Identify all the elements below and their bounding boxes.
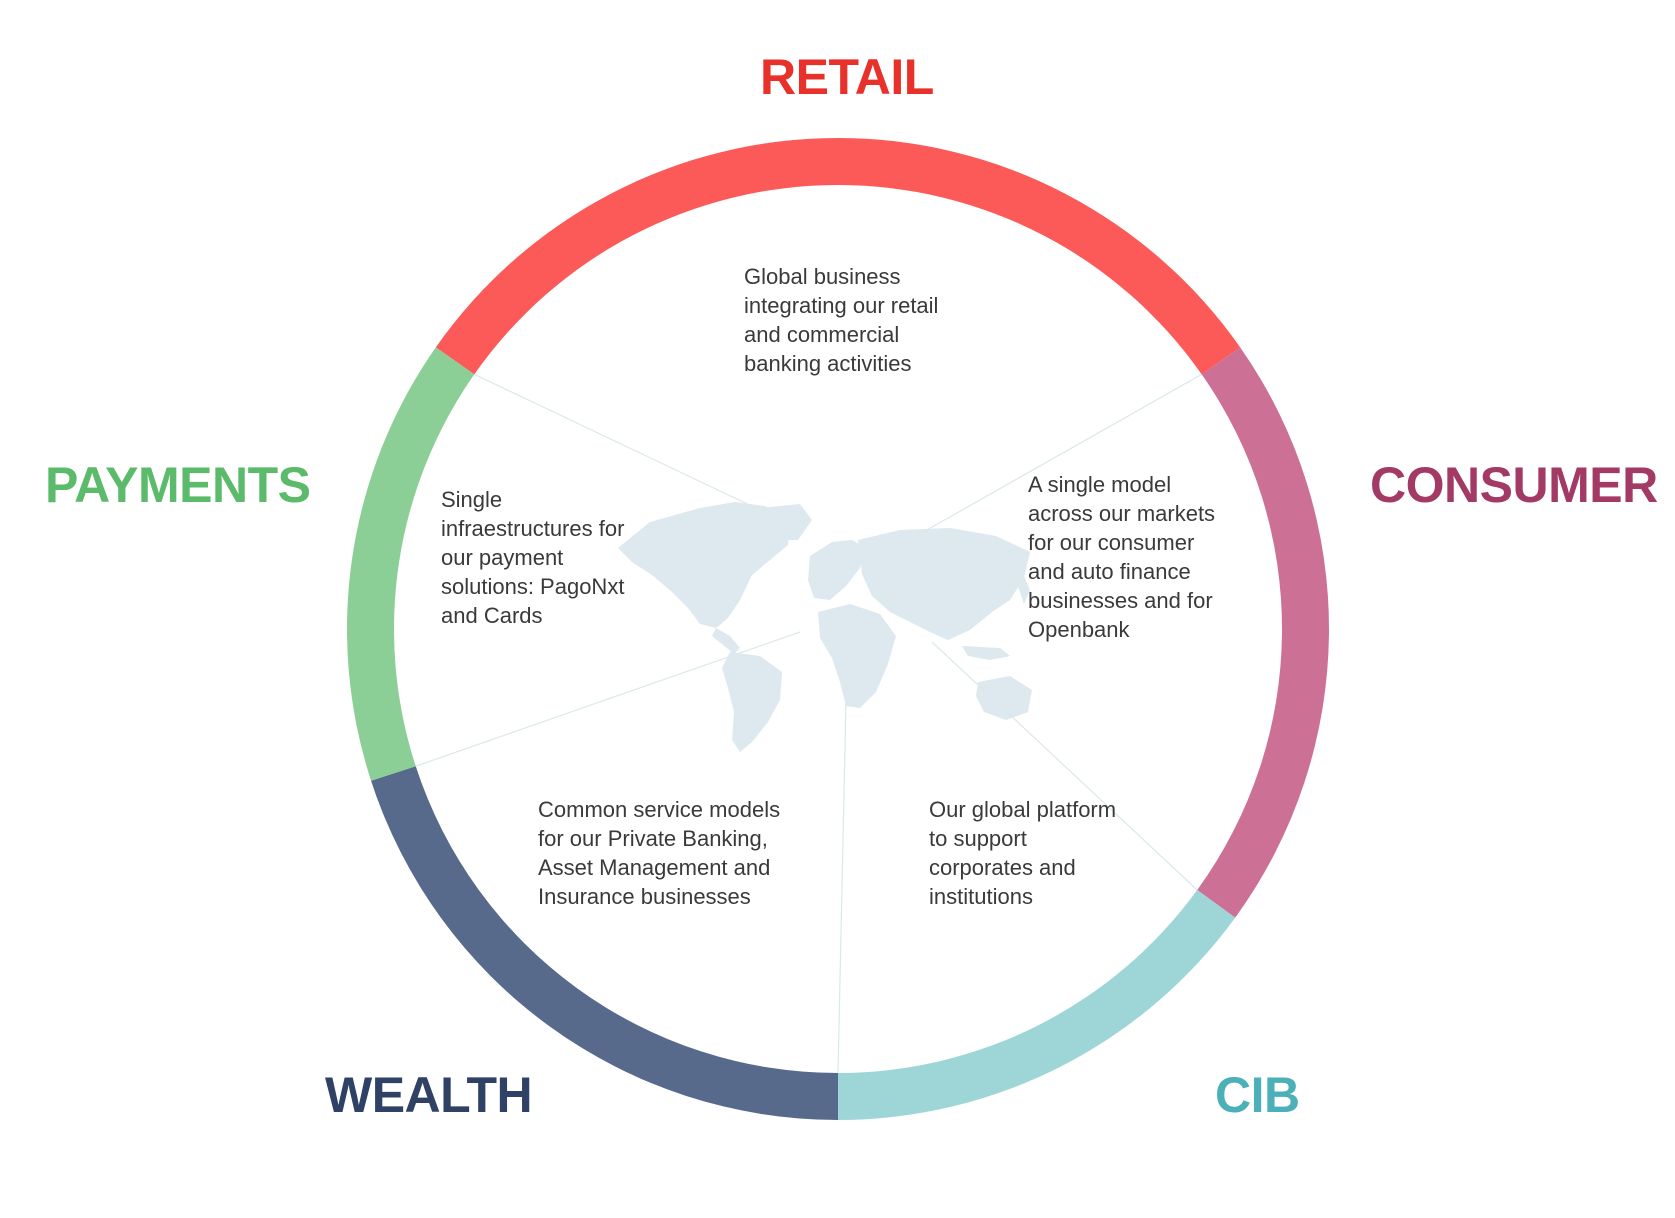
wealth-ring-segment <box>371 766 838 1120</box>
cib-ring-segment <box>838 889 1236 1120</box>
consumer-ring-segment <box>1197 347 1329 918</box>
world-map-illustration <box>618 502 1032 752</box>
retail-title: RETAIL <box>760 49 934 105</box>
retail-description: Global business integrating our retail a… <box>744 264 939 376</box>
map-africa <box>818 604 896 708</box>
segment-divider-line <box>931 641 1198 891</box>
retail-ring-segment <box>435 138 1241 375</box>
cib-description: Our global platform to support corporate… <box>929 797 1117 909</box>
payments-ring-segment <box>346 347 475 781</box>
segment-divider-line <box>837 699 847 1074</box>
payments-title: PAYMENTS <box>45 457 311 513</box>
consumer-description: A single model across our markets for ou… <box>1028 472 1216 642</box>
map-europe <box>808 540 866 600</box>
map-indonesia <box>962 646 1010 660</box>
segment-ring <box>346 138 1329 1120</box>
map-australia <box>976 676 1032 720</box>
map-north-america <box>618 502 790 628</box>
payments-description: Single infraestructures for our payment … <box>441 487 625 628</box>
consumer-title: CONSUMER <box>1370 457 1658 513</box>
segment-dividers <box>415 373 1202 1074</box>
map-central-america <box>712 628 740 654</box>
map-greenland <box>760 504 812 540</box>
map-south-america <box>722 652 782 752</box>
wealth-title: WEALTH <box>325 1067 533 1123</box>
segment-divider-line <box>917 373 1202 536</box>
map-japan <box>1018 576 1030 604</box>
segment-divider-line <box>474 373 761 511</box>
map-asia <box>858 528 1030 640</box>
cib-title: CIB <box>1215 1067 1300 1123</box>
wealth-description: Common service models for our Private Ba… <box>538 797 781 909</box>
segment-divider-line <box>415 631 801 767</box>
